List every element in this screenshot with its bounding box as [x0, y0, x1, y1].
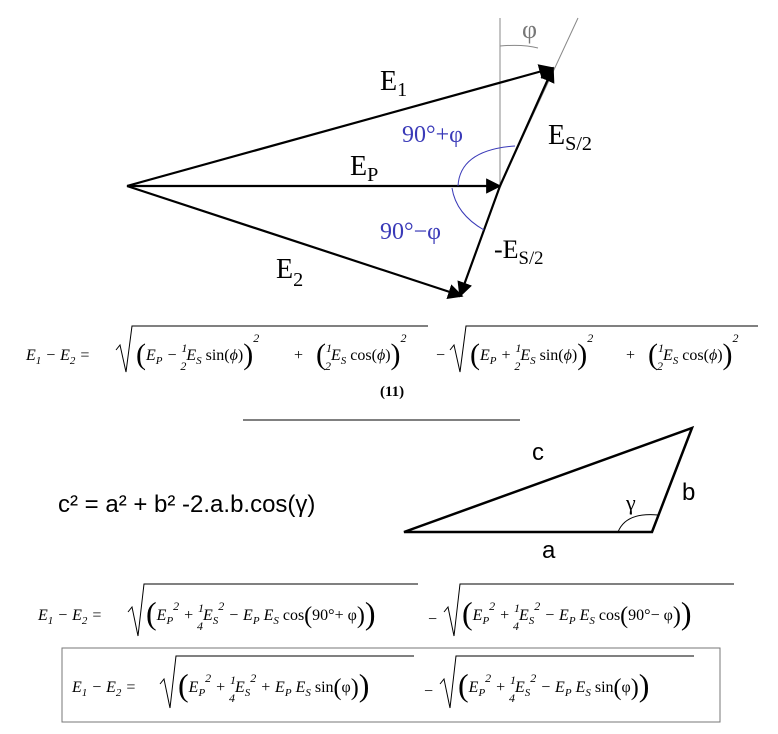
side-a-label: a — [542, 537, 556, 564]
gamma-arc — [617, 514, 659, 533]
cosine-law: c² = a² + b² -2.a.b.cos(γ) c b a γ — [58, 425, 695, 564]
eqsin-radical-1 — [159, 655, 414, 709]
angle-plus-label: 90°+φ — [402, 122, 463, 148]
eq11-radical-2 — [449, 325, 758, 373]
es-half-vector — [498, 66, 555, 187]
side-c-label: c — [532, 439, 544, 466]
eqcos-lhs: E1 − E2 = — [37, 607, 102, 627]
angle-minus-label: 90°−φ — [380, 219, 441, 245]
es-half-label: ES/2 — [548, 120, 592, 155]
angle-arc-plus — [457, 145, 516, 187]
triangle — [403, 425, 695, 534]
eqcos-radical-2 — [443, 583, 734, 637]
eq11-radical-1 — [115, 325, 428, 373]
phi-arc — [499, 44, 539, 49]
neg-es-half-label: -ES/2 — [494, 235, 544, 269]
gamma-label: γ — [625, 490, 636, 515]
phi-top-label: φ — [522, 15, 537, 44]
eq11-plus-2: + — [626, 347, 635, 364]
eqsin-radical-2 — [439, 655, 694, 709]
ep-label: EP — [350, 151, 378, 186]
eqsin-lhs: E1 − E2 = — [71, 679, 136, 699]
e2-label: E2 — [276, 254, 303, 291]
angle-arc-minus — [451, 187, 485, 231]
vector-diagram: φ E1 EP E2 ES/2 -ES/2 90°+φ 90°−φ — [126, 15, 592, 299]
eq11-lhs: E1 − E2 = — [25, 347, 90, 367]
eqsin-box — [61, 647, 721, 723]
eq11-minus: − — [436, 347, 445, 364]
cosine-law-formula: c² = a² + b² -2.a.b.cos(γ) — [58, 491, 315, 518]
e1-label: E1 — [380, 66, 407, 101]
neg-es-half-vector — [457, 185, 502, 298]
eq11-number: (11) — [380, 384, 404, 400]
eqcos-minus: − — [428, 611, 437, 628]
eq11-plus-1: + — [294, 347, 303, 364]
e1-vector — [126, 64, 555, 188]
eqcos-radical-1 — [127, 583, 418, 637]
eqsin-minus: − — [424, 683, 433, 700]
e2-vector — [126, 184, 464, 299]
side-b-label: b — [682, 479, 695, 506]
